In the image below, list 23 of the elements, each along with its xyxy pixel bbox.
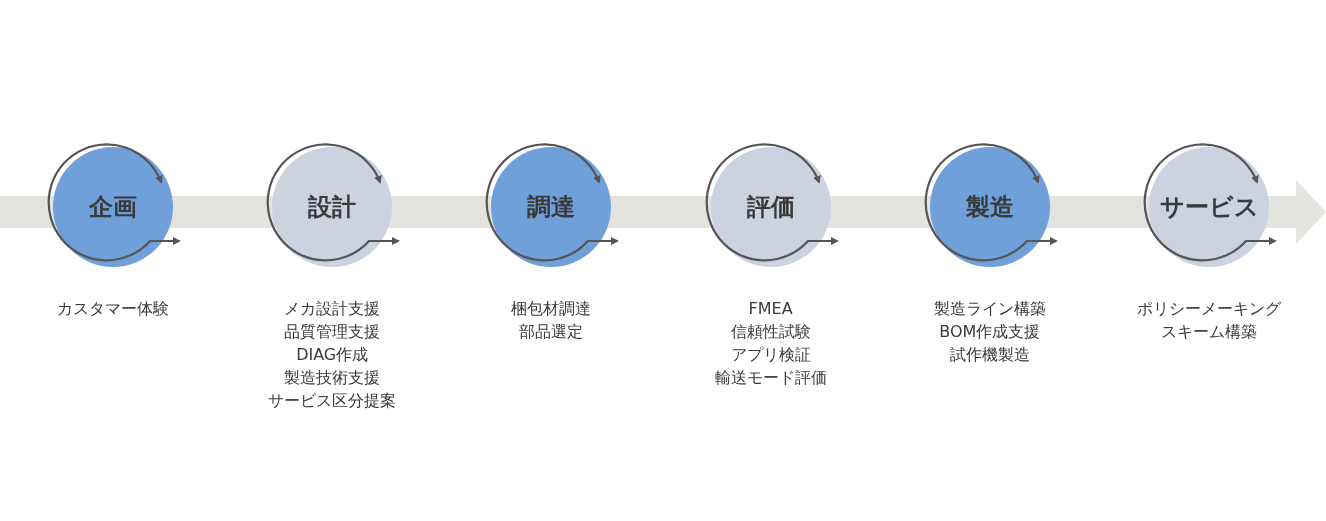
task-item: スキーム構築 [1161, 321, 1257, 343]
step-title: 企画 [89, 192, 137, 223]
step-title: 評価 [746, 192, 795, 223]
task-item: 製造ライン構築 [933, 298, 1046, 320]
task-item: サービス区分提案 [268, 390, 397, 412]
task-item: 試作機製造 [949, 344, 1030, 366]
step-title: サービス [1159, 192, 1259, 223]
step-title: 製造 [965, 192, 1014, 223]
task-item: DIAG作成 [296, 344, 369, 366]
step-title: 調達 [527, 192, 576, 223]
step-title: 設計 [308, 192, 357, 223]
task-item: 製造技術支援 [284, 367, 381, 389]
task-item: FMEA [748, 298, 793, 320]
task-item: ポリシーメーキング [1137, 298, 1281, 320]
task-item: 品質管理支援 [284, 321, 381, 343]
task-item: メカ設計支援 [284, 298, 381, 320]
task-item: 部品選定 [519, 321, 584, 343]
task-item: カスタマー体験 [57, 298, 169, 320]
task-item: 輸送モード評価 [714, 367, 827, 389]
task-item: BOM作成支援 [939, 321, 1041, 343]
task-item: アプリ検証 [730, 344, 811, 366]
task-item: 信頼性試験 [730, 321, 811, 343]
task-item: 梱包材調達 [511, 298, 592, 320]
